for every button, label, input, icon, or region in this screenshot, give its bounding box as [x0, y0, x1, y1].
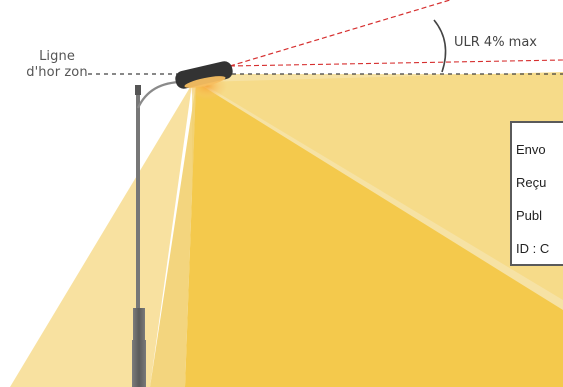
- stamp-line-id: ID : C: [516, 241, 550, 256]
- street-lamp-icon: [132, 61, 233, 387]
- horizon-label: Ligne d'hor zon: [22, 49, 92, 81]
- horizon-label-line-1: Ligne: [39, 49, 75, 64]
- light-cone-right: [200, 72, 563, 300]
- pole-cap: [135, 85, 141, 95]
- ulr-line-extension: [229, 59, 563, 67]
- ulr-label: ULR 4% max: [454, 35, 538, 50]
- ulr-line: [229, 0, 451, 67]
- lamp-head: [175, 61, 233, 89]
- ulr-angle-arc: [433, 19, 447, 73]
- pole-shaft: [136, 95, 140, 310]
- horizon-label-line-2: d'hor zon: [26, 65, 88, 80]
- stamp-lines: Envo Reçu Publ ID : C: [512, 123, 563, 264]
- pole-base-lower: [132, 340, 146, 387]
- lamp-arm: [136, 80, 184, 109]
- light-cone-left: [10, 84, 192, 387]
- stamp-line-sent: Envo: [516, 142, 546, 157]
- administrative-stamp: Envo Reçu Publ ID : C: [510, 121, 563, 266]
- light-cone-shadow: [150, 84, 196, 387]
- stamp-line-received: Reçu: [516, 175, 547, 190]
- stamp-line-published: Publ: [516, 208, 543, 223]
- light-cone-center: [185, 82, 563, 387]
- pole-base-upper: [133, 308, 145, 343]
- lamp-lens: [184, 76, 226, 88]
